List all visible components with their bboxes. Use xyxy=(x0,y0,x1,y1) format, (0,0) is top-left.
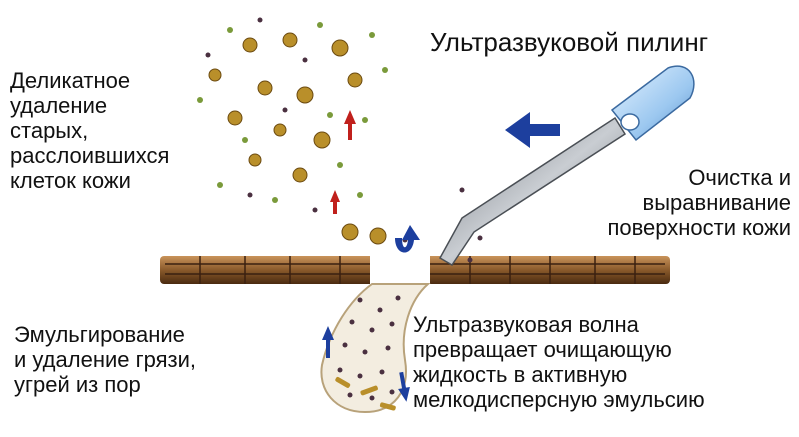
caption-surface-cleaning: Очистка и выравнивание поверхности кожи xyxy=(607,165,791,240)
diagram-title: Ультразвуковой пилинг xyxy=(430,27,709,57)
pore-particles xyxy=(337,295,401,401)
caption-emulsification: Эмульгирование и удаление грязи, угрей и… xyxy=(14,322,197,397)
pore-funnel xyxy=(320,283,431,414)
pore-opening xyxy=(370,252,430,288)
blue-arrow-left xyxy=(505,112,560,148)
probe-handle-light xyxy=(620,113,640,131)
ultrasonic-probe xyxy=(438,65,695,267)
blue-arrow-up-small xyxy=(322,326,334,358)
red-arrow-up-2 xyxy=(330,190,340,214)
pore-flakes xyxy=(335,376,396,411)
red-arrow-up-1 xyxy=(344,110,356,140)
probe-blade xyxy=(438,116,627,267)
pore xyxy=(320,283,431,414)
caption-exfoliation: Деликатное удаление старых, расслоившихс… xyxy=(10,68,170,193)
red-up-arrows xyxy=(330,110,356,214)
skin-surface xyxy=(160,252,670,288)
blue-arrow-down-small xyxy=(398,371,410,402)
blue-arrows xyxy=(322,112,560,402)
caption-ultrasonic-wave: Ультразвуковая волна превращает очищающу… xyxy=(413,312,705,412)
blue-arrow-curved xyxy=(395,225,420,253)
